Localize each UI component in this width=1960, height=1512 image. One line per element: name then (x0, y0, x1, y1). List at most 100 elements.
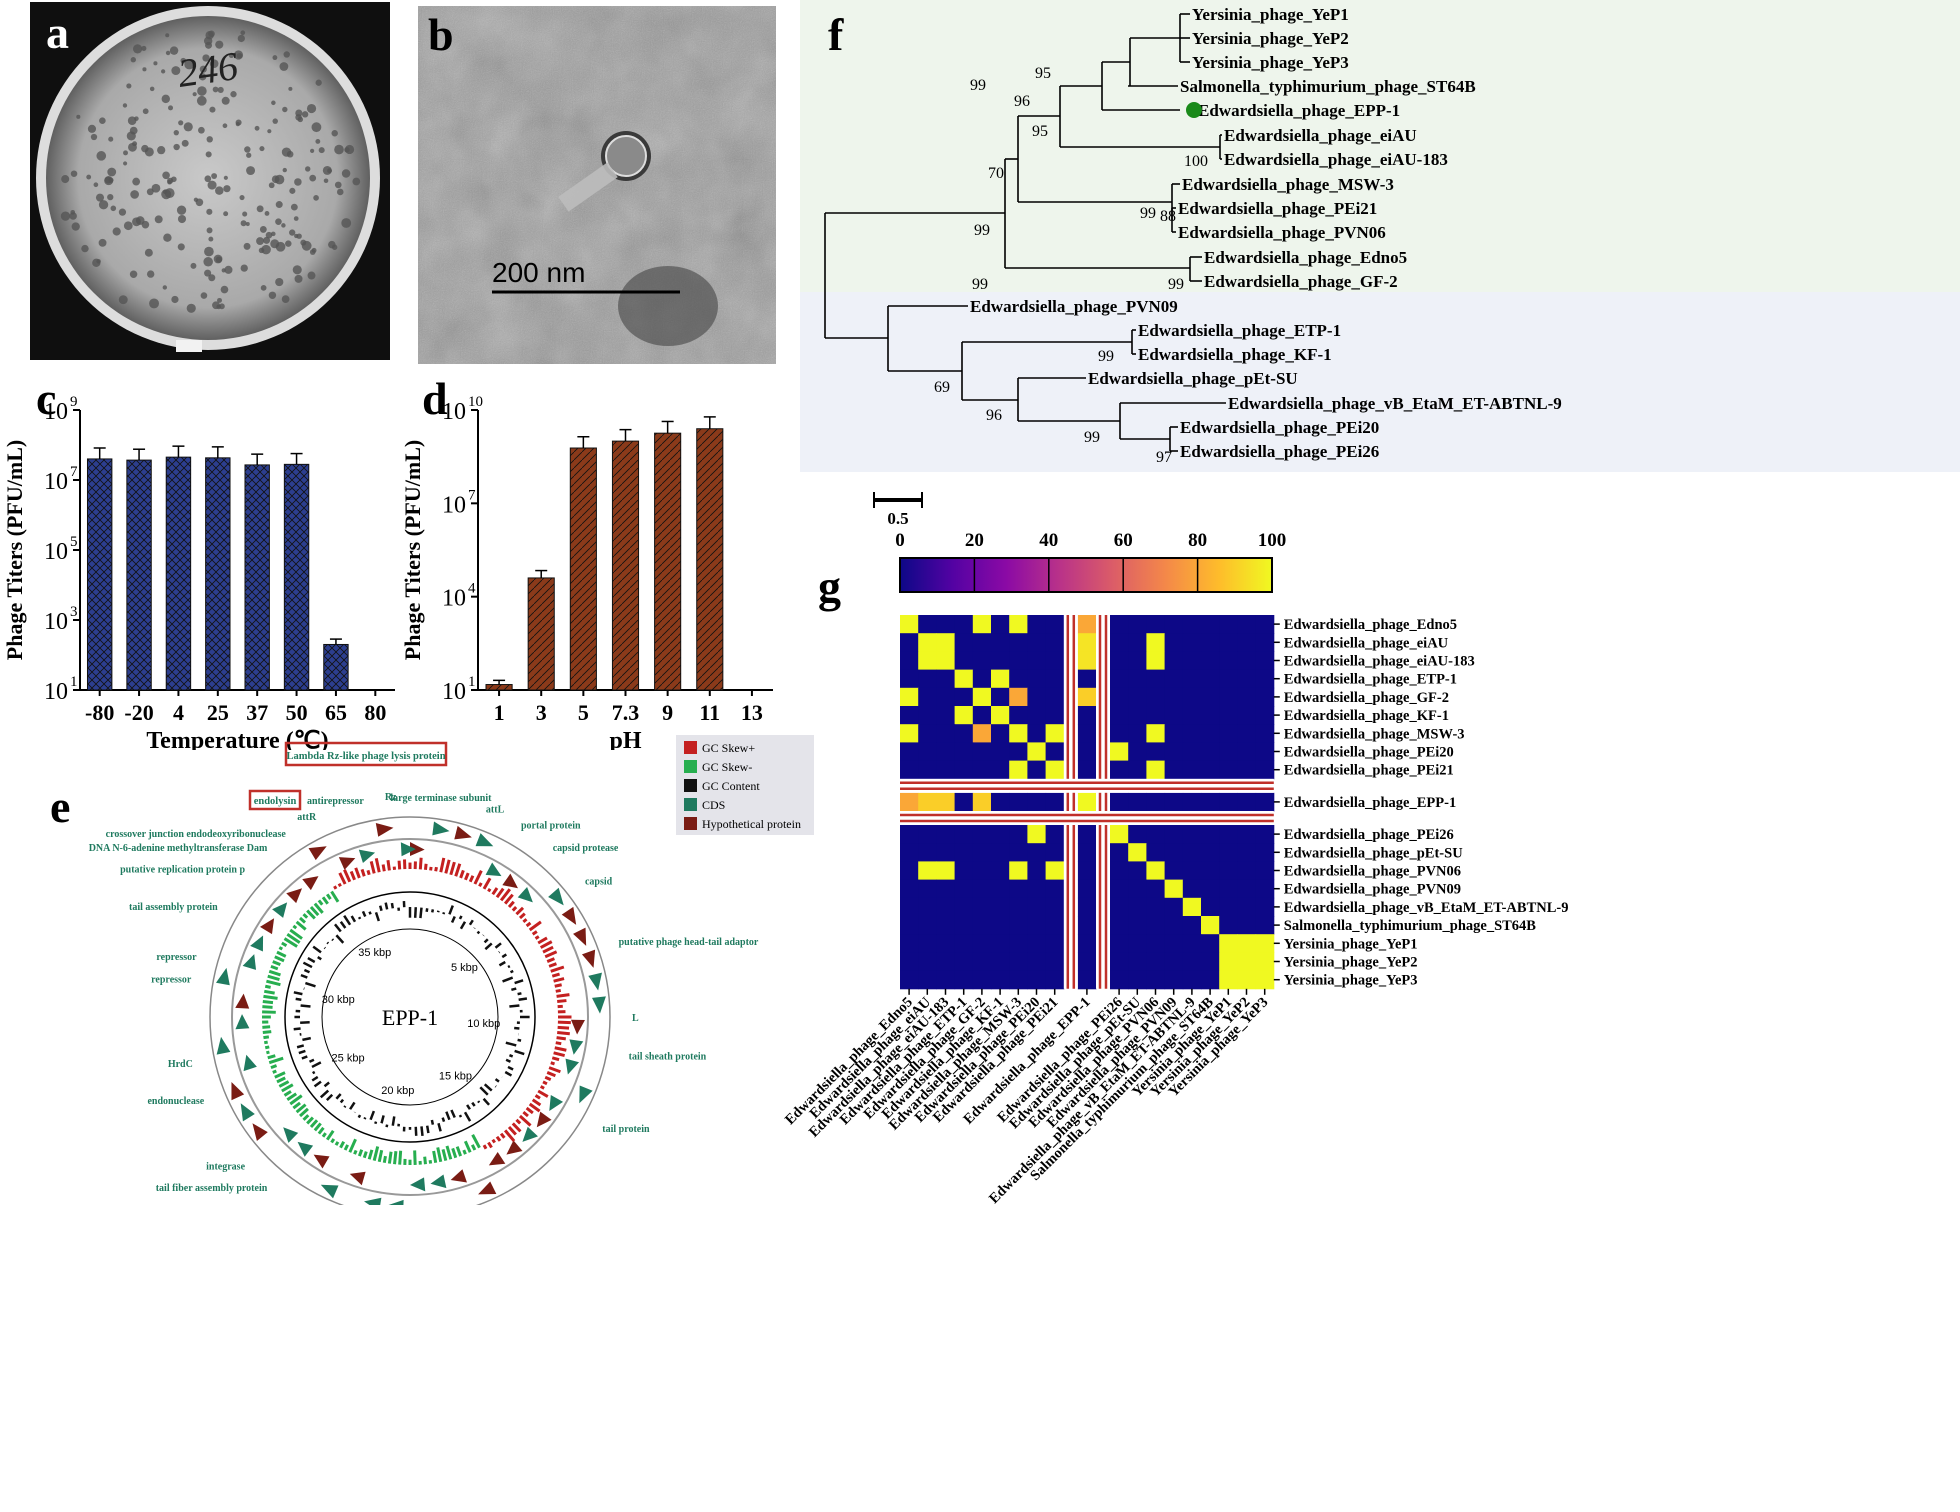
epp1-marker (1186, 102, 1202, 118)
heatmap-cell (1128, 687, 1147, 707)
heatmap-cell (991, 897, 1010, 917)
heatmap-cell (1077, 934, 1097, 953)
plaque-spot (149, 86, 155, 92)
plaque-spot (235, 119, 242, 126)
y-tick-exponent: 1 (468, 674, 476, 690)
gc-content-bar (303, 968, 311, 974)
heatmap-cell (900, 742, 919, 762)
heatmap-cell (1128, 669, 1147, 689)
heatmap-cell (991, 970, 1010, 990)
gc-skew-bar (491, 887, 499, 896)
heatmap-cell (1219, 669, 1238, 689)
gc-skew-bar (436, 1147, 443, 1163)
gc-skew-bar (262, 1005, 273, 1009)
plaque-spot (254, 125, 260, 131)
plaque-spot (323, 178, 329, 184)
heatmap-cell (1201, 952, 1220, 972)
gc-skew-bar (557, 999, 567, 1004)
heatmap-cell (1045, 615, 1065, 634)
heatmap-cell (1009, 669, 1028, 689)
gc-skew-bar (292, 924, 298, 930)
heatmap-cell (1128, 970, 1147, 990)
heatmap-cell (1110, 970, 1129, 990)
legend-swatch (684, 779, 697, 792)
plaque-spot (222, 123, 228, 129)
plaque-spot (271, 100, 276, 106)
bar (527, 577, 555, 691)
plaque-spot (81, 244, 89, 253)
genome-name: EPP-1 (382, 1005, 438, 1030)
plaque-spot (98, 200, 109, 210)
gc-content-bar (293, 1027, 301, 1031)
heatmap-row-label: Edwardsiella_phage_eiAU (1284, 635, 1449, 651)
heatmap-cell (1045, 934, 1065, 953)
heatmap-cell (1146, 687, 1166, 707)
heatmap-cell (936, 970, 956, 990)
legend-label: Hypothetical protein (702, 817, 801, 831)
heatmap-cell (1027, 760, 1047, 780)
heatmap-cell (918, 952, 937, 972)
heatmap-cell (1219, 615, 1238, 634)
legend-swatch (684, 760, 697, 773)
gc-skew-bar (317, 899, 324, 906)
gc-skew-bar (554, 1046, 567, 1052)
gene-label: attR (297, 812, 317, 823)
heatmap-cell (1146, 861, 1166, 881)
gc-skew-bar (264, 1045, 270, 1050)
plaque-spot (183, 122, 193, 132)
plaque-spot (240, 264, 248, 272)
gc-content-bar (369, 1110, 376, 1121)
heatmap-cell (1110, 825, 1129, 844)
heatmap-cell (900, 792, 919, 812)
gene-label: DNA N-6-adenine methyltransferase Dam (89, 843, 268, 854)
heatmap-row-label: Yersinia_phage_YeP2 (1284, 955, 1418, 971)
gc-content-bar (413, 907, 418, 918)
heatmap-cell (1201, 792, 1220, 812)
plaque-spot (71, 222, 80, 231)
plaque-spot (215, 186, 224, 195)
plaque-spot (197, 86, 207, 96)
gc-skew-bar (343, 1144, 349, 1151)
tree-bg-bottom (800, 292, 1960, 472)
heatmap-row-label: Yersinia_phage_YeP1 (1284, 936, 1418, 952)
gc-skew-bar (283, 1090, 292, 1097)
gc-content-bar (484, 942, 493, 951)
lysis-protein-label: Lambda Rz-like phage lysis protein (286, 751, 445, 762)
heatmap-cell (1182, 897, 1202, 917)
gc-skew-bar (349, 870, 356, 881)
heatmap-cell (1219, 825, 1238, 844)
heatmap-cell (1237, 615, 1257, 634)
heatmap-cell (1045, 724, 1065, 743)
plaque-spot (212, 301, 220, 310)
heatmap-cell (936, 861, 956, 881)
gc-skew-bar (551, 1056, 560, 1062)
gc-skew-bar (463, 1140, 472, 1153)
plaque-plate-photo: 246 (30, 2, 390, 360)
heatmap-cell (1110, 669, 1129, 689)
separator-gap (900, 811, 1274, 825)
cds-feature (569, 1039, 584, 1055)
tree-leaf-label: Edwardsiella_phage_KF-1 (1138, 345, 1332, 364)
y-tick-exponent: 7 (468, 487, 476, 503)
cds-feature (250, 935, 264, 952)
gc-skew-bar (309, 906, 320, 917)
separator-gap (1096, 615, 1110, 989)
heatmap-cell (954, 669, 974, 689)
bar (244, 464, 270, 691)
heatmap-row-label: Edwardsiella_phage_PEi20 (1284, 745, 1454, 761)
cds-feature (581, 949, 596, 968)
heatmap-cell (1201, 724, 1220, 743)
gc-skew-bar (357, 1149, 364, 1157)
heatmap-row-label: Edwardsiella_phage_PEi21 (1284, 763, 1454, 779)
heatmap-row-label: Edwardsiella_phage_GF-2 (1284, 690, 1449, 706)
heatmap-cell (1077, 651, 1097, 671)
bar (611, 440, 640, 691)
gc-skew-bar (555, 1041, 562, 1046)
heatmap-cell (972, 934, 992, 953)
gc-skew-bar (302, 1114, 310, 1121)
heatmap-cell (936, 742, 956, 762)
heatmap-cell (1237, 843, 1257, 862)
gc-skew-bar (313, 1122, 322, 1132)
gc-skew-bar (295, 1103, 307, 1114)
heatmap-cell (1164, 687, 1184, 707)
